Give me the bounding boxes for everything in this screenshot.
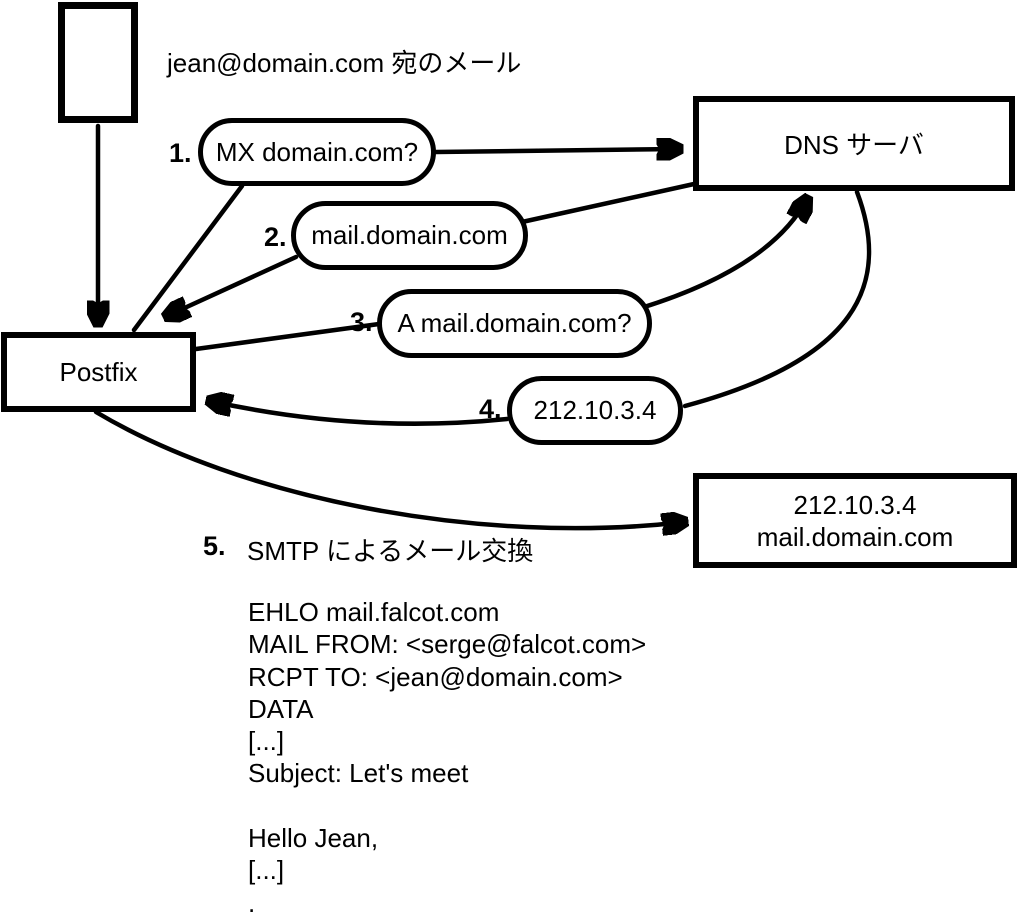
postfix-node: Postfix: [1, 332, 196, 412]
postfix-label: Postfix: [59, 356, 138, 387]
smtp-line-end-dot: .: [248, 887, 256, 918]
dns-server-node: DNS サーバ: [693, 96, 1015, 191]
arrow-step1-to-dns: [433, 149, 679, 152]
step4-response-text: 212.10.3.4: [533, 395, 657, 425]
line-postfix-to-step1: [131, 183, 245, 333]
step3-number: 3.: [350, 307, 373, 337]
smtp-line-ehlo: EHLO mail.falcot.com: [248, 597, 500, 627]
mail-server-hostname: mail.domain.com: [756, 521, 954, 552]
step5-label: SMTP によるメール交換: [247, 536, 534, 566]
smtp-line-blank: [248, 790, 646, 822]
arrow-postfix-to-mailserver: [93, 409, 684, 528]
smtp-line-hello: Hello Jean,: [248, 823, 379, 854]
mail-envelope-box: [58, 2, 138, 123]
smtp-line-ellipsis2: [...]: [248, 855, 285, 886]
smtp-line-rcpt-to: RCPT TO: <jean@domain.com>: [248, 661, 623, 692]
step1-query-text: MX domain.com?: [215, 136, 419, 167]
line-postfix-to-step3: [193, 321, 382, 352]
step2-number: 2.: [264, 222, 287, 252]
step2-response-text: mail.domain.com: [311, 220, 508, 250]
line-dns-to-step4: [682, 189, 872, 409]
smtp-session-transcript: EHLO mail.falcot.com MAIL FROM: <serge@f…: [248, 596, 646, 919]
arrow-step2-to-postfix: [167, 254, 299, 316]
line-dns-to-step2: [519, 181, 697, 225]
dns-server-label: DNS サーバ: [784, 130, 924, 160]
diagram-title: jean@domain.com 宛のメール: [167, 48, 522, 78]
step3-query-bubble: A mail.domain.com?: [377, 289, 652, 358]
step5-number: 5.: [203, 531, 226, 561]
step1-query-bubble: MX domain.com?: [198, 118, 436, 186]
step4-number: 4.: [479, 394, 502, 424]
smtp-line-mail-from: MAIL FROM: <serge@falcot.com>: [248, 629, 647, 660]
mail-server-node: 212.10.3.4 mail.domain.com: [693, 473, 1017, 568]
smtp-line-subject: Subject: Let's meet: [248, 758, 469, 789]
smtp-line-ellipsis1: [...]: [248, 726, 285, 757]
step4-response-bubble: 212.10.3.4: [507, 376, 683, 445]
step2-response-bubble: mail.domain.com: [291, 201, 528, 270]
mail-server-ip: 212.10.3.4: [793, 489, 917, 520]
arrow-step4-to-postfix: [210, 401, 510, 426]
smtp-line-data: DATA: [248, 693, 314, 724]
arrow-step3-to-dns: [638, 199, 807, 311]
step1-number: 1.: [169, 138, 192, 168]
step3-query-text: A mail.domain.com?: [397, 308, 632, 338]
